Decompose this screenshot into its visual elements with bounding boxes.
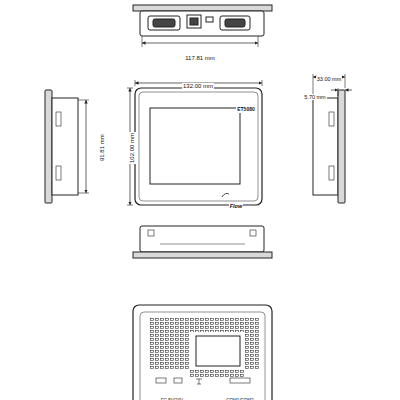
port-label: COM1/COM2 — [225, 399, 254, 400]
dimension-label-holder: 102.00 mm — [120, 131, 127, 164]
dimension-label-holder: 91.81 mm — [90, 133, 97, 162]
back-view — [133, 305, 272, 400]
port-label-holder: FG 5V/24V — [160, 388, 185, 393]
top-view — [133, 5, 272, 47]
port-label-holder: COM1/COM2 — [225, 388, 255, 393]
dimension-label: 33.00 mm — [316, 76, 342, 82]
dimension-label-holder: 5.70 mm — [303, 85, 327, 92]
model-name-holder: ET5080 — [236, 97, 256, 103]
model-name: ET5080 — [236, 107, 256, 113]
dimension-label: 102.00 mm — [129, 132, 136, 164]
left-side-view — [45, 90, 89, 203]
brand-logo-holder: Flow — [229, 194, 244, 201]
dimension-label: 91.81 mm — [99, 133, 106, 162]
dimension-label-holder: 132.00 mm — [182, 74, 215, 81]
front-view — [127, 80, 262, 205]
dimension-label: 132.00 mm — [182, 83, 214, 90]
port-label: FG 5V/24V — [160, 399, 184, 400]
bottom-view — [133, 226, 272, 258]
dimension-label: 5.70 mm — [303, 94, 326, 100]
dimension-label: 117.81 mm — [184, 55, 216, 62]
dimension-label-holder: 117.81 mm — [184, 46, 216, 53]
brand-logo: Flow — [229, 203, 244, 209]
dimension-label-holder: 33.00 mm — [316, 67, 343, 74]
